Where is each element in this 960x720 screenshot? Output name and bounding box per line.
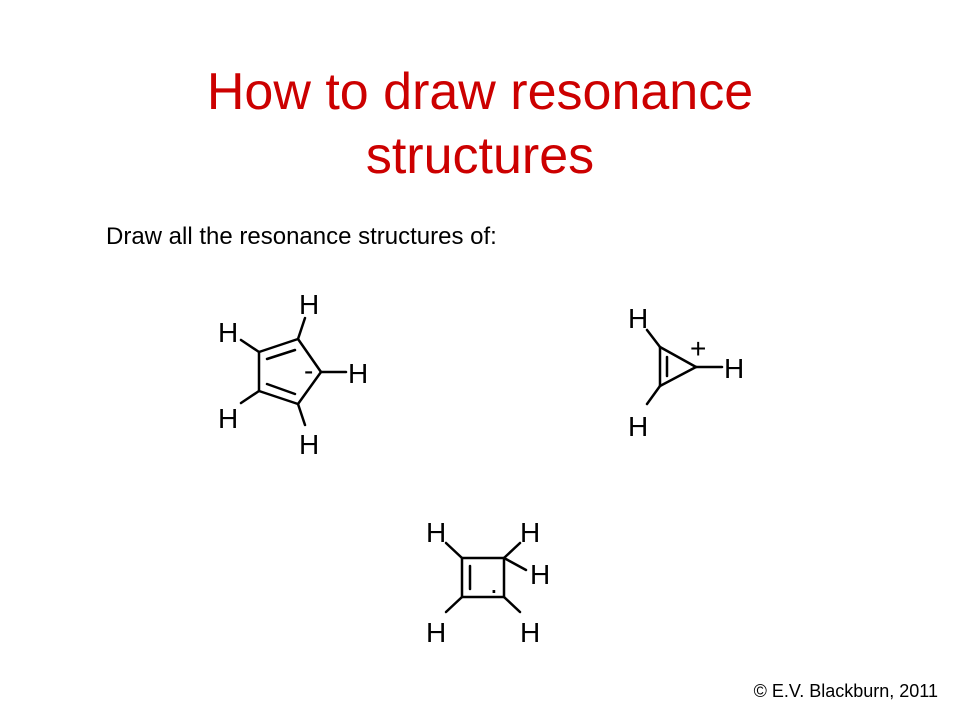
radical-dot-label: . [490, 568, 498, 599]
hydrogen-atom-label: H [530, 559, 550, 590]
cyclobutenyl-ring-bonds [460, 556, 506, 599]
cyclobutenyl-ch-bonds [444, 541, 528, 614]
title-line-2: structures [365, 127, 595, 185]
copyright-notice: © E.V. Blackburn, 2011 [753, 681, 938, 701]
negative-charge-label: - [304, 355, 313, 386]
hydrogen-atom-label: H [520, 517, 540, 548]
hydrogen-atom-label: H [520, 617, 540, 648]
cyclopentadienyl-ch-bonds [239, 316, 348, 427]
cyclopropenyl-ring-bonds [658, 345, 698, 388]
hydrogen-atom-label: H [218, 317, 238, 348]
slide-title: How to draw resonance structures [0, 60, 960, 188]
hydrogen-atom-label: H [218, 403, 238, 434]
cyclopentadienyl-ring-bonds [257, 337, 323, 406]
instruction-text: Draw all the resonance structures of: [106, 223, 497, 250]
hydrogen-atom-label: H [426, 517, 446, 548]
hydrogen-atom-label: H [426, 617, 446, 648]
title-line-1: How to draw resonance [206, 63, 754, 121]
hydrogen-atom-label: H [348, 358, 368, 389]
hydrogen-atom-label: H [724, 353, 744, 384]
positive-charge-label: + [690, 333, 706, 364]
hydrogen-atom-label: H [299, 429, 319, 460]
cyclopropenyl-ch-bonds [645, 328, 724, 406]
hydrogen-atom-label: H [299, 289, 319, 320]
hydrogen-atom-label: H [628, 411, 648, 442]
hydrogen-atom-label: H [628, 303, 648, 334]
